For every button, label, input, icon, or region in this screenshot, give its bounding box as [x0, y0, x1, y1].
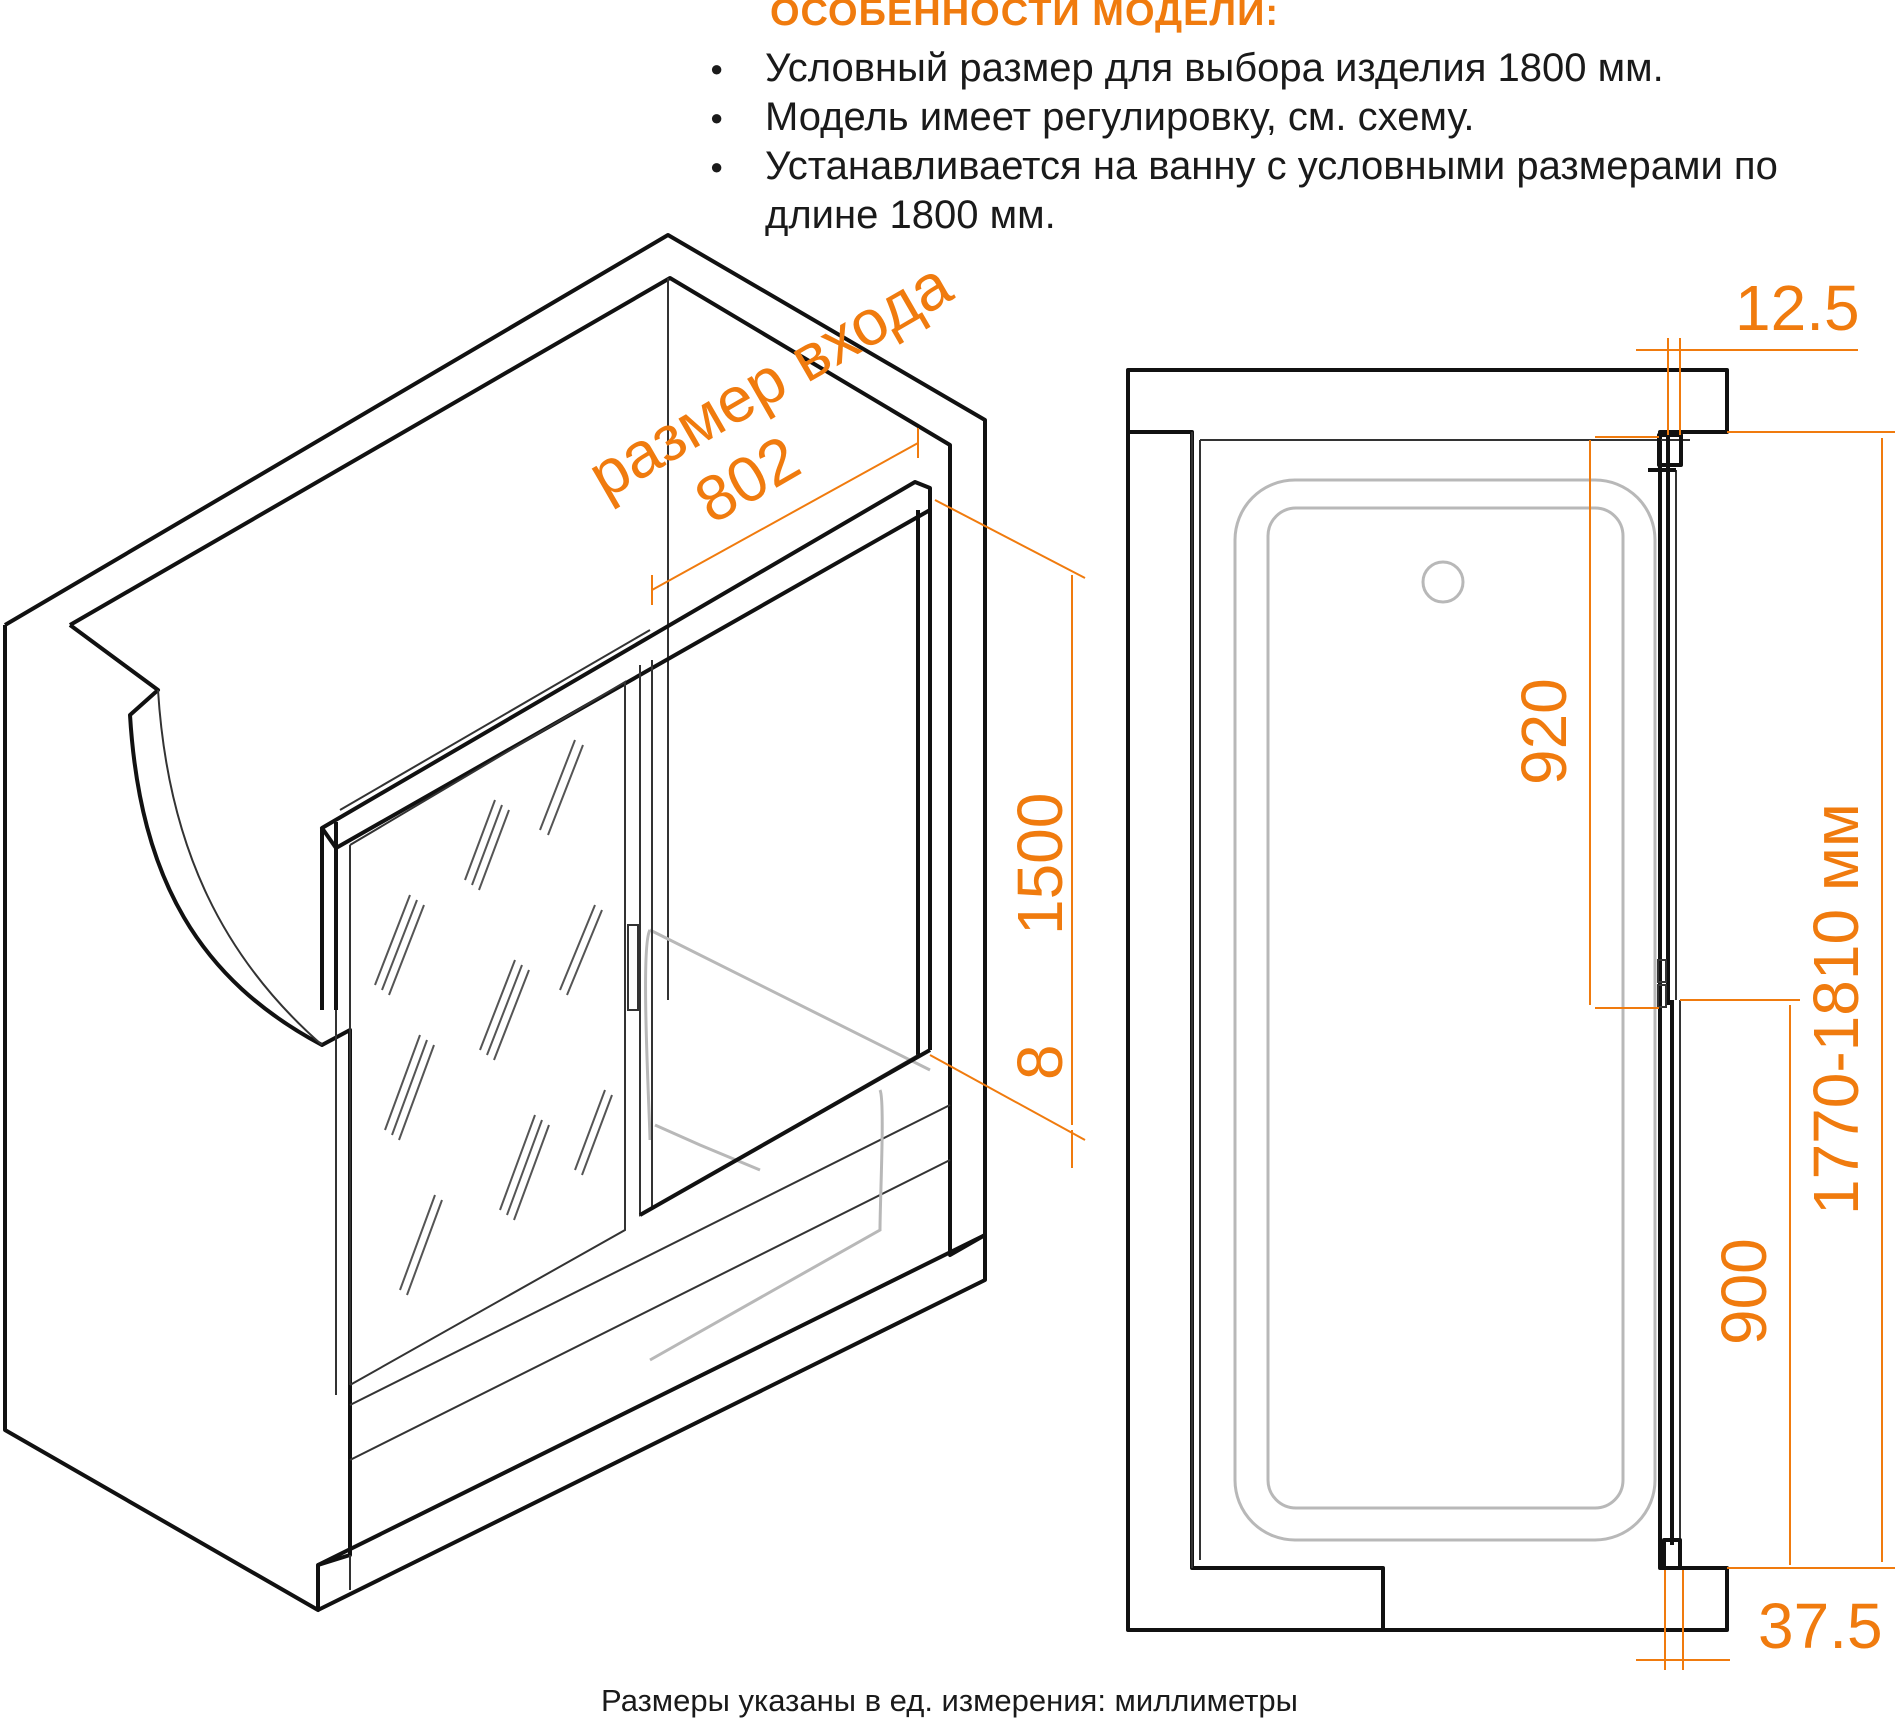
feature-item: Устанавливается на ванну с условными раз…	[710, 142, 1899, 240]
iso-bottom-rail	[639, 1048, 931, 1217]
plan-wall-outline	[1126, 368, 1729, 1632]
iso-wall-curve	[157, 689, 323, 1046]
iso-dimensions	[651, 428, 1086, 1168]
iso-tub-rim	[349, 1104, 951, 1406]
feature-item: Условный размер для выбора изделия 1800 …	[710, 44, 1899, 93]
features-list: Условный размер для выбора изделия 1800 …	[710, 44, 1899, 240]
profile-thickness-value: 12.5	[1735, 272, 1860, 344]
plan-drain-icon	[1421, 560, 1465, 604]
gap-value: 8	[1004, 1044, 1076, 1080]
iso-sliding-panel	[349, 680, 626, 1386]
plan-shower-screen	[1648, 433, 1683, 1570]
units-note: Размеры указаны в ед. измерения: миллиме…	[601, 1683, 1298, 1718]
iso-tub-interior	[644, 928, 931, 1362]
features-heading: ОСОБЕННОСТИ МОДЕЛИ:	[770, 0, 1280, 34]
plan-view: 12.5 920 900 1770-1810 мм 37.5	[1126, 272, 1895, 1670]
iso-bathtub-view: размер входа 802 1500 8	[3, 233, 1086, 1612]
sliding-panel-value: 900	[1708, 1238, 1780, 1345]
iso-bathtub-base	[317, 1233, 987, 1612]
offset-value: 37.5	[1758, 1590, 1883, 1662]
iso-fixed-panel	[639, 665, 919, 1217]
dim-entrance-line	[651, 442, 919, 591]
height-value: 1500	[1004, 793, 1076, 935]
feature-item: Модель имеет регулировку, см. схему.	[710, 93, 1899, 142]
plan-tub-outer	[1233, 478, 1657, 1542]
total-width-value: 1770-1810 мм	[1800, 803, 1872, 1215]
iso-glass-pattern	[374, 739, 613, 1296]
plan-outer-wall	[1126, 370, 1383, 1632]
plan-dimensions	[1589, 338, 1895, 1670]
iso-door-handle	[627, 924, 639, 1011]
iso-shower-screen	[320, 480, 932, 1395]
iso-left-wall	[3, 623, 352, 1612]
iso-top-rail	[320, 480, 932, 850]
plan-tub-inner	[1266, 506, 1625, 1510]
fixed-panel-value: 920	[1508, 678, 1580, 785]
